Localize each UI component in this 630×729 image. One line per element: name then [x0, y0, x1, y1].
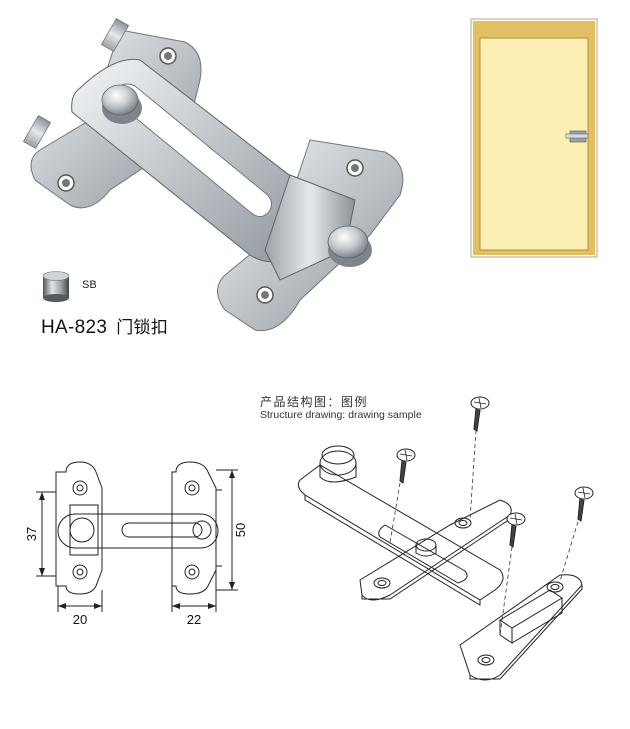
product-photo [22, 17, 404, 332]
dim-right-width: 22 [187, 612, 201, 627]
dim-left-width: 20 [73, 612, 87, 627]
door-panel [479, 37, 589, 251]
finish-swatch-icon [42, 271, 70, 302]
dim-plate-height: 37 [24, 527, 39, 541]
model-title: HA-823 门锁扣 [41, 313, 168, 339]
dim-total-height: 50 [233, 523, 248, 537]
finish-code-label: SB [82, 279, 97, 291]
structure-drawing-title-en: Structure drawing: drawing sample [260, 409, 422, 421]
screw-icon [506, 512, 526, 548]
dimension-drawing: 37 50 20 22 [24, 461, 248, 627]
door-latch-icon [565, 130, 589, 143]
exploded-view-drawing [297, 396, 594, 681]
screw-icon [574, 486, 594, 522]
structure-drawing-title-cn: 产品结构图：图例 [260, 395, 369, 409]
product-name-cn: 门锁扣 [116, 318, 169, 338]
screw-icon [396, 448, 416, 484]
screw-icon [470, 396, 490, 432]
door-illustration [470, 18, 598, 258]
model-number: HA-823 [41, 317, 108, 338]
